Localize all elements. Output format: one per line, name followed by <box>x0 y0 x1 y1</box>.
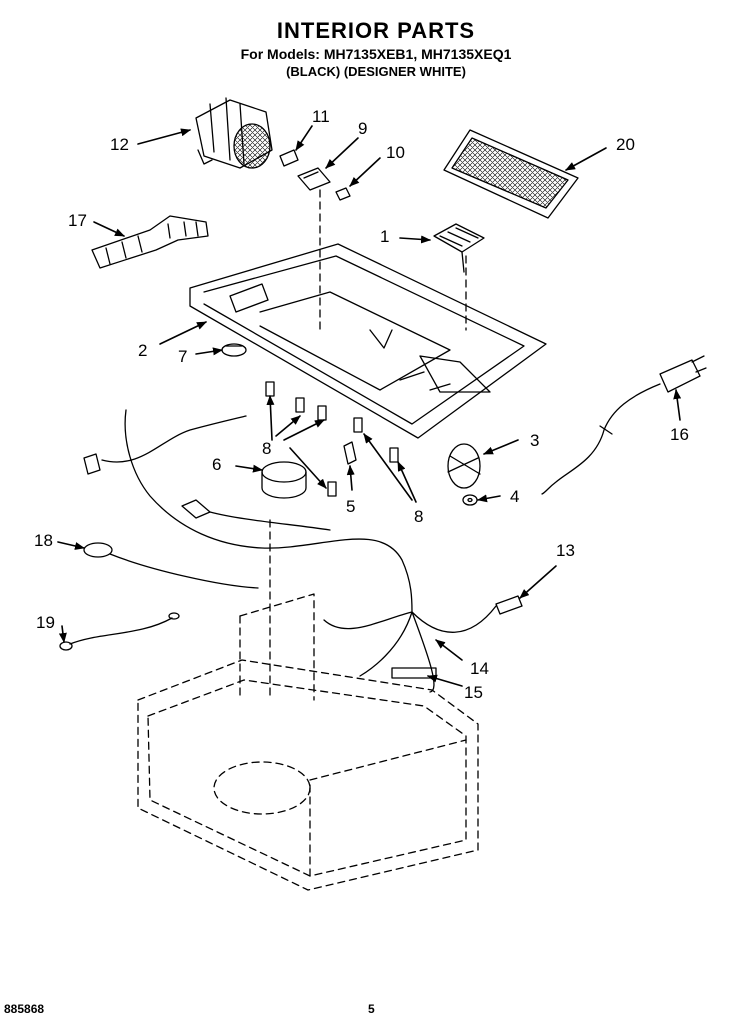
control-switch-part <box>433 223 485 273</box>
model-numbers: For Models: MH7135XEB1, MH7135XEQ1 <box>240 46 512 62</box>
chassis-tray-part <box>189 243 547 439</box>
callout-19: 19 <box>36 613 55 632</box>
washer-part <box>462 494 478 506</box>
callout-18: 18 <box>34 531 53 550</box>
callout-6: 6 <box>212 455 221 474</box>
power-cord-part <box>541 355 707 495</box>
callout-4: 4 <box>510 487 519 506</box>
callout-labels: 12 11 9 10 20 17 1 2 7 3 16 6 8 5 8 4 18… <box>34 107 689 702</box>
callout-8-right: 8 <box>414 507 423 526</box>
thermal-cutout-part <box>83 542 259 589</box>
fan-blade-part <box>447 443 481 489</box>
capacitor-part <box>261 461 307 499</box>
callout-8-left: 8 <box>262 439 271 458</box>
document-number: 885868 <box>4 1002 45 1016</box>
callout-5: 5 <box>346 497 355 516</box>
callout-1: 1 <box>380 227 389 246</box>
page-number: 5 <box>368 1002 375 1016</box>
page-title: INTERIOR PARTS <box>276 18 476 43</box>
ground-wire-part <box>59 612 180 651</box>
color-variants: (BLACK) (DESIGNER WHITE) <box>286 64 466 79</box>
callout-20: 20 <box>616 135 635 154</box>
callout-17: 17 <box>68 211 87 230</box>
relay-part <box>297 167 331 191</box>
duct-strip-part <box>91 215 209 269</box>
callout-15: 15 <box>464 683 483 702</box>
grease-filter-part <box>443 129 579 219</box>
callout-13: 13 <box>556 541 575 560</box>
fuse-part <box>279 149 299 167</box>
callout-16: 16 <box>670 425 689 444</box>
actuator-part <box>343 441 357 465</box>
clip-part <box>335 187 351 201</box>
callout-11: 11 <box>312 107 330 126</box>
callout-7: 7 <box>178 347 187 366</box>
thermostat-part <box>221 343 247 357</box>
callout-9: 9 <box>358 119 367 138</box>
callout-2: 2 <box>138 341 147 360</box>
callout-3: 3 <box>530 431 539 450</box>
oven-cavity-outline <box>137 189 479 891</box>
callout-12: 12 <box>110 135 129 154</box>
blower-motor-part <box>195 97 273 169</box>
callout-14: 14 <box>470 659 489 678</box>
leader-lines <box>57 125 682 687</box>
wiring-harness-part <box>83 409 523 693</box>
callout-10: 10 <box>386 143 405 162</box>
